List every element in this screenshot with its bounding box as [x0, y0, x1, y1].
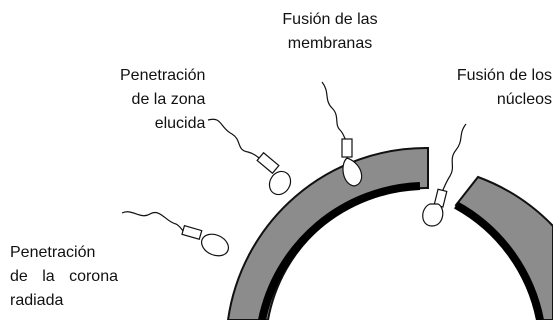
sperm-head — [422, 203, 444, 227]
label-line: Fusión de las — [282, 11, 378, 28]
egg-membrane — [258, 182, 544, 320]
zona-ring-left — [226, 146, 429, 320]
sperm-midpiece — [341, 138, 353, 158]
label-line: elucida — [154, 115, 206, 132]
sperm-tail — [441, 123, 467, 193]
sperm-head — [268, 170, 292, 196]
sperm-tail — [207, 118, 263, 161]
label-line: Penetración — [120, 67, 206, 84]
sperm-membranas — [321, 81, 363, 187]
label-line: radiada — [10, 292, 64, 309]
sperm-midpiece — [256, 151, 280, 175]
label-line: Penetración — [10, 244, 96, 261]
label-line: membranas — [287, 35, 373, 52]
sperm-tail — [121, 211, 185, 233]
label-line: Fusión de los — [456, 67, 552, 84]
sperm-head — [200, 233, 230, 257]
sperm-midpiece — [181, 224, 203, 241]
sperm-tail — [321, 81, 347, 141]
label-membrane-fusion: Fusión de las membranas — [260, 8, 400, 56]
label-zona-pellucida: Penetración de la zona elucida — [120, 64, 205, 136]
sperm-nucleos — [422, 123, 467, 227]
label-corona-radiata: Penetración de la corona radiada — [10, 241, 118, 313]
label-line: de la corona — [10, 268, 118, 285]
membrane-left — [258, 182, 421, 320]
sperm-head — [342, 157, 363, 187]
sperm-zona — [207, 118, 292, 196]
label-line: núcleos — [496, 91, 552, 108]
sperm-corona — [121, 211, 230, 257]
label-nuclear-fusion: Fusión de los núcleos — [440, 64, 552, 112]
label-line: de la zona — [131, 91, 206, 108]
membrane-right — [454, 201, 544, 320]
